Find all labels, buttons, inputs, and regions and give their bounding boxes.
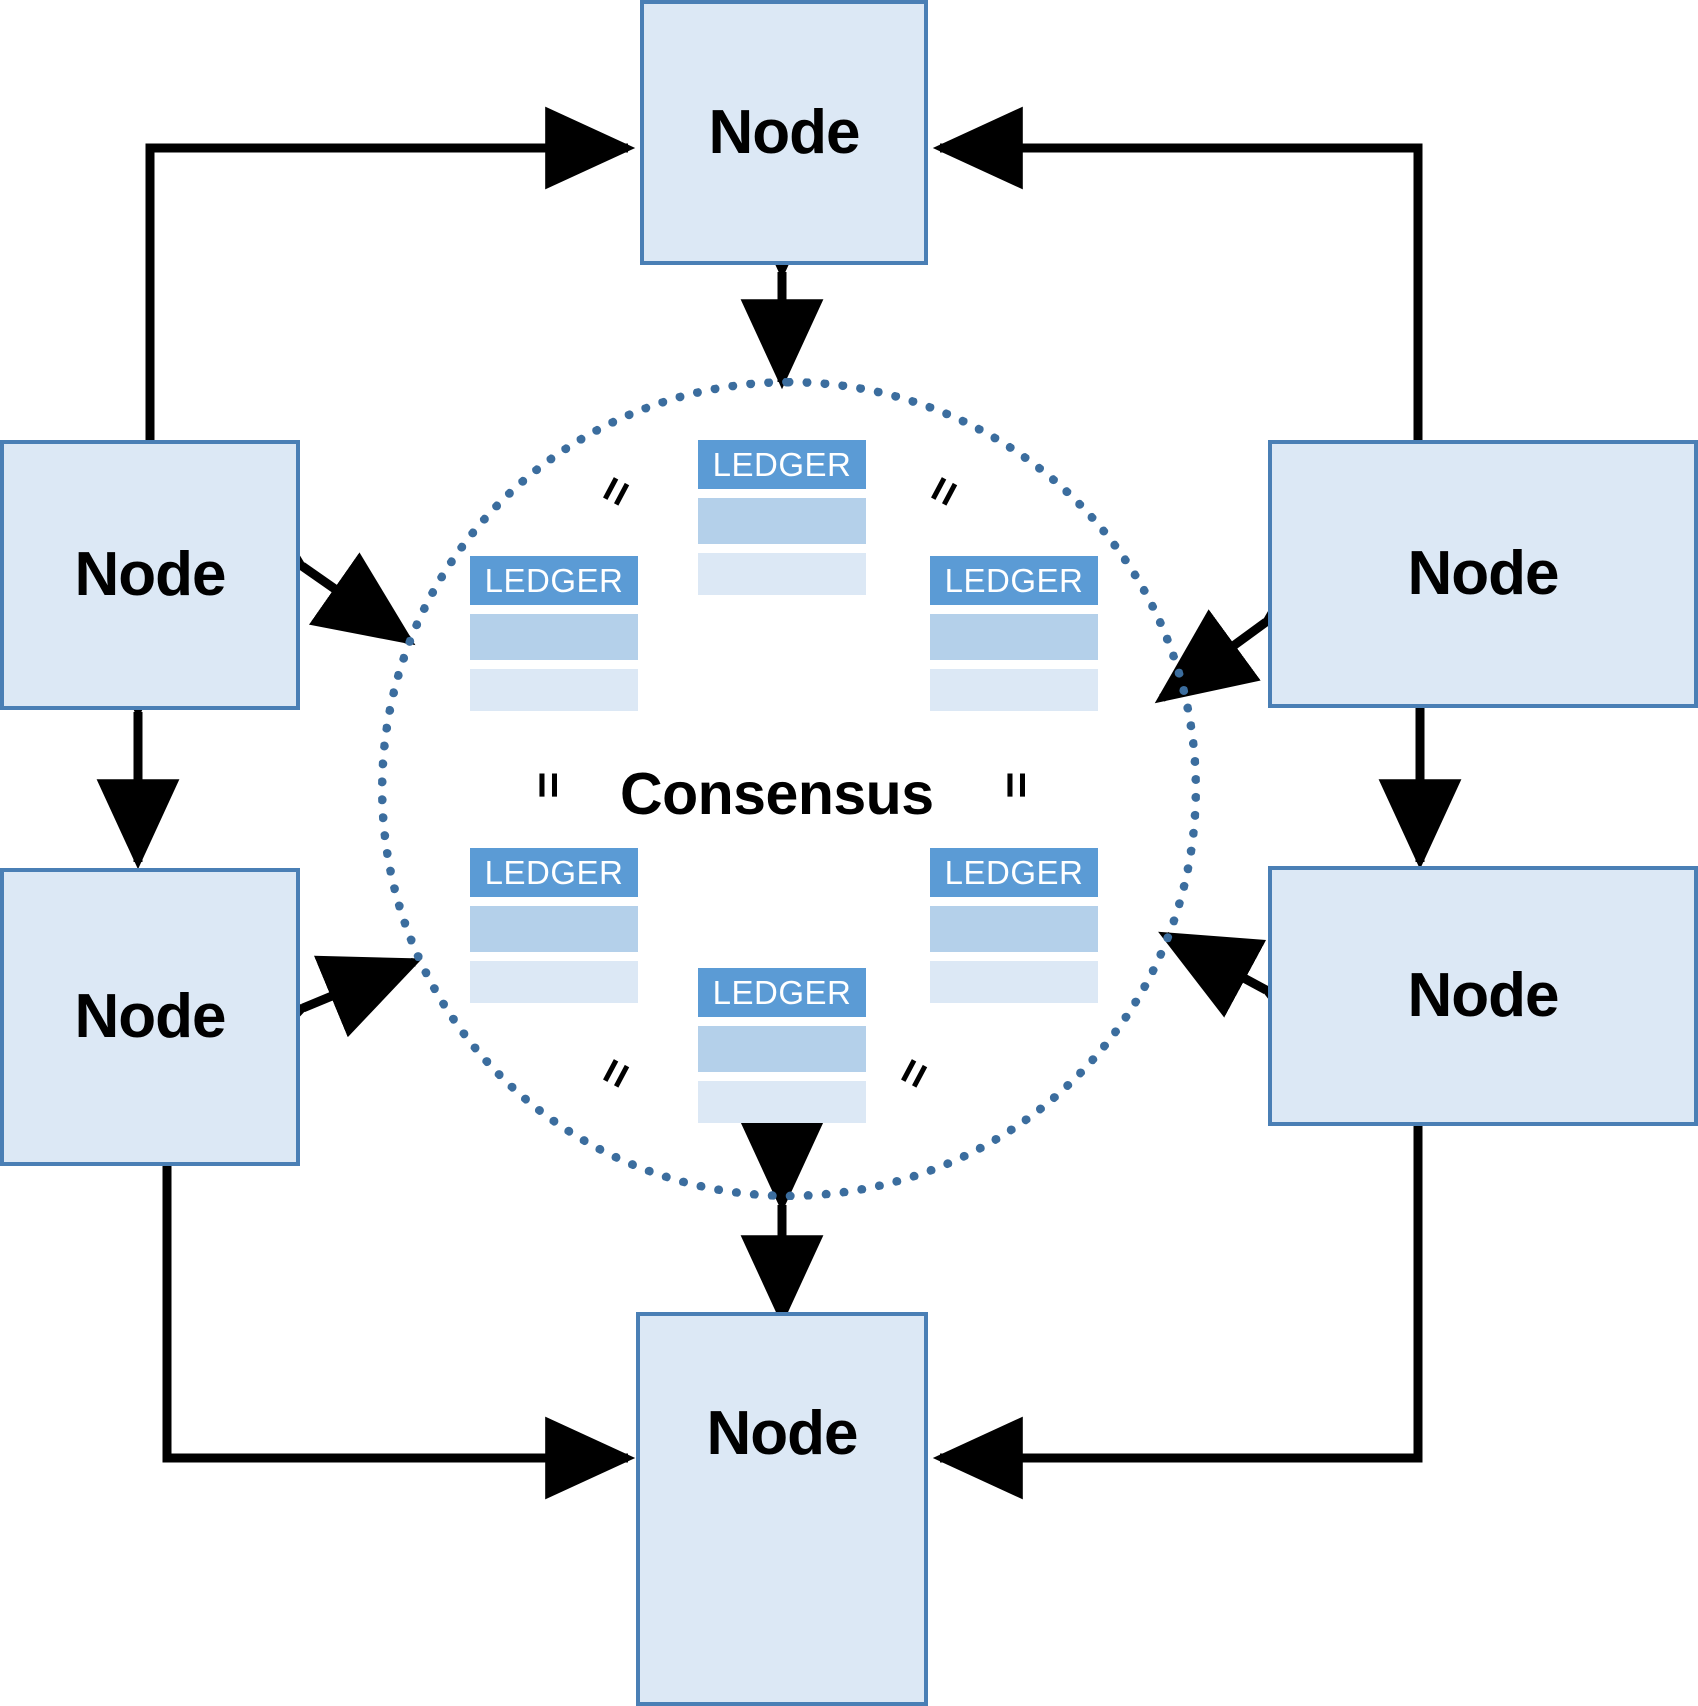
- ledger-lower-right[interactable]: LEDGER: [930, 848, 1098, 1003]
- ledger-header-label: LEDGER: [930, 848, 1098, 897]
- ledger-band-light: [470, 961, 638, 1003]
- ledger-header-label: LEDGER: [698, 440, 866, 489]
- node-label: Node: [74, 540, 227, 609]
- ledger-band-mid: [930, 906, 1098, 952]
- node-bottom[interactable]: Node: [636, 1312, 928, 1706]
- wire-leftlower-node-to-circle: [202, 955, 423, 1084]
- ledger-band-light: [930, 961, 1098, 1003]
- ledger-band-mid: [930, 614, 1098, 660]
- ledger-upper-left[interactable]: LEDGER: [470, 556, 638, 711]
- ledger-header-label: LEDGER: [698, 968, 866, 1017]
- wire-leftlower-to-bottom: [162, 1161, 636, 1500]
- wire-leftupper-node-to-circle: [202, 478, 416, 646]
- ledger-band-mid: [698, 498, 866, 544]
- ledger-band-light: [470, 669, 638, 711]
- ledger-header-label: LEDGER: [470, 848, 638, 897]
- node-right-lower[interactable]: Node: [1268, 866, 1698, 1126]
- node-label: Node: [1407, 539, 1560, 608]
- ledger-bottom[interactable]: LEDGER: [698, 968, 866, 1123]
- ledger-band-light: [930, 669, 1098, 711]
- equality-mark-mid-left: =: [521, 771, 574, 799]
- node-label: Node: [706, 1399, 859, 1468]
- ledger-top[interactable]: LEDGER: [698, 440, 866, 595]
- node-top[interactable]: Node: [640, 0, 928, 265]
- ledger-upper-right[interactable]: LEDGER: [930, 556, 1098, 711]
- ledger-band-light: [698, 1081, 866, 1123]
- consensus-label: Consensus: [620, 761, 934, 827]
- equality-mark-mid-right: =: [989, 771, 1042, 799]
- wire-rightupper-to-top: [932, 106, 1423, 445]
- wire-rightlower-to-bottom: [932, 1126, 1423, 1500]
- node-left-upper[interactable]: Node: [0, 440, 300, 710]
- ledger-lower-left[interactable]: LEDGER: [470, 848, 638, 1003]
- ledger-header-label: LEDGER: [470, 556, 638, 605]
- node-label: Node: [74, 982, 227, 1051]
- ledger-band-light: [698, 553, 866, 595]
- ledger-header-label: LEDGER: [930, 556, 1098, 605]
- wire-leftupper-to-top: [145, 106, 636, 445]
- consensus-boundary-circle: [378, 378, 1200, 1200]
- wire-rightlower-node-to-circle: [1158, 931, 1367, 1072]
- ledger-band-mid: [470, 614, 638, 660]
- ledger-band-mid: [698, 1026, 866, 1072]
- node-left-lower[interactable]: Node: [0, 868, 300, 1166]
- ledger-band-mid: [470, 906, 638, 952]
- node-label: Node: [1407, 961, 1560, 1030]
- node-label: Node: [708, 97, 861, 167]
- node-right-upper[interactable]: Node: [1268, 440, 1698, 708]
